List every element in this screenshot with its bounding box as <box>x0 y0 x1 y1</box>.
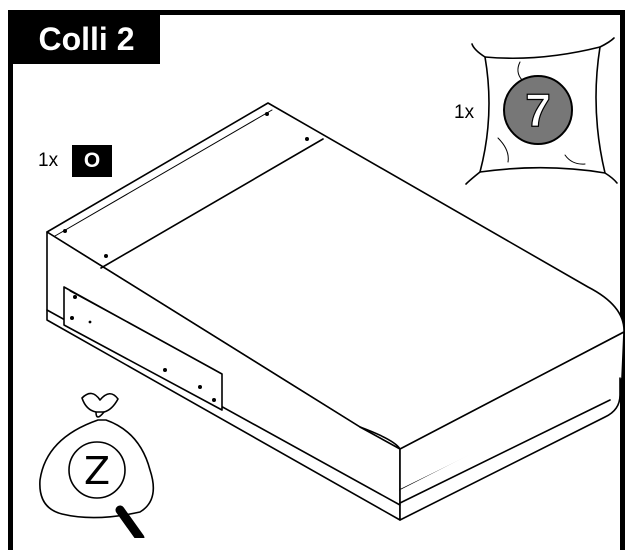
panel-label: O <box>83 149 101 172</box>
quantity-cushion: 1x <box>454 102 475 123</box>
colli-title: Colli 2 <box>13 14 160 64</box>
box-top-division <box>100 138 324 269</box>
part-number-badge <box>503 75 573 145</box>
cushion-number: 7 <box>525 84 551 136</box>
assembly-instruction-page: Colli 2 <box>8 10 625 550</box>
quantity-panel: 1x <box>38 150 59 171</box>
hardware-bag-icon <box>39 392 155 538</box>
illustration-canvas: 7 Z <box>39 37 625 538</box>
bed-base-box-illustration <box>46 102 625 521</box>
panel-label-icon: O <box>72 145 112 177</box>
box-screw-holes <box>63 112 309 402</box>
page-border <box>8 10 625 550</box>
bag-letter: Z <box>84 449 110 493</box>
cushion-icon <box>465 37 618 185</box>
